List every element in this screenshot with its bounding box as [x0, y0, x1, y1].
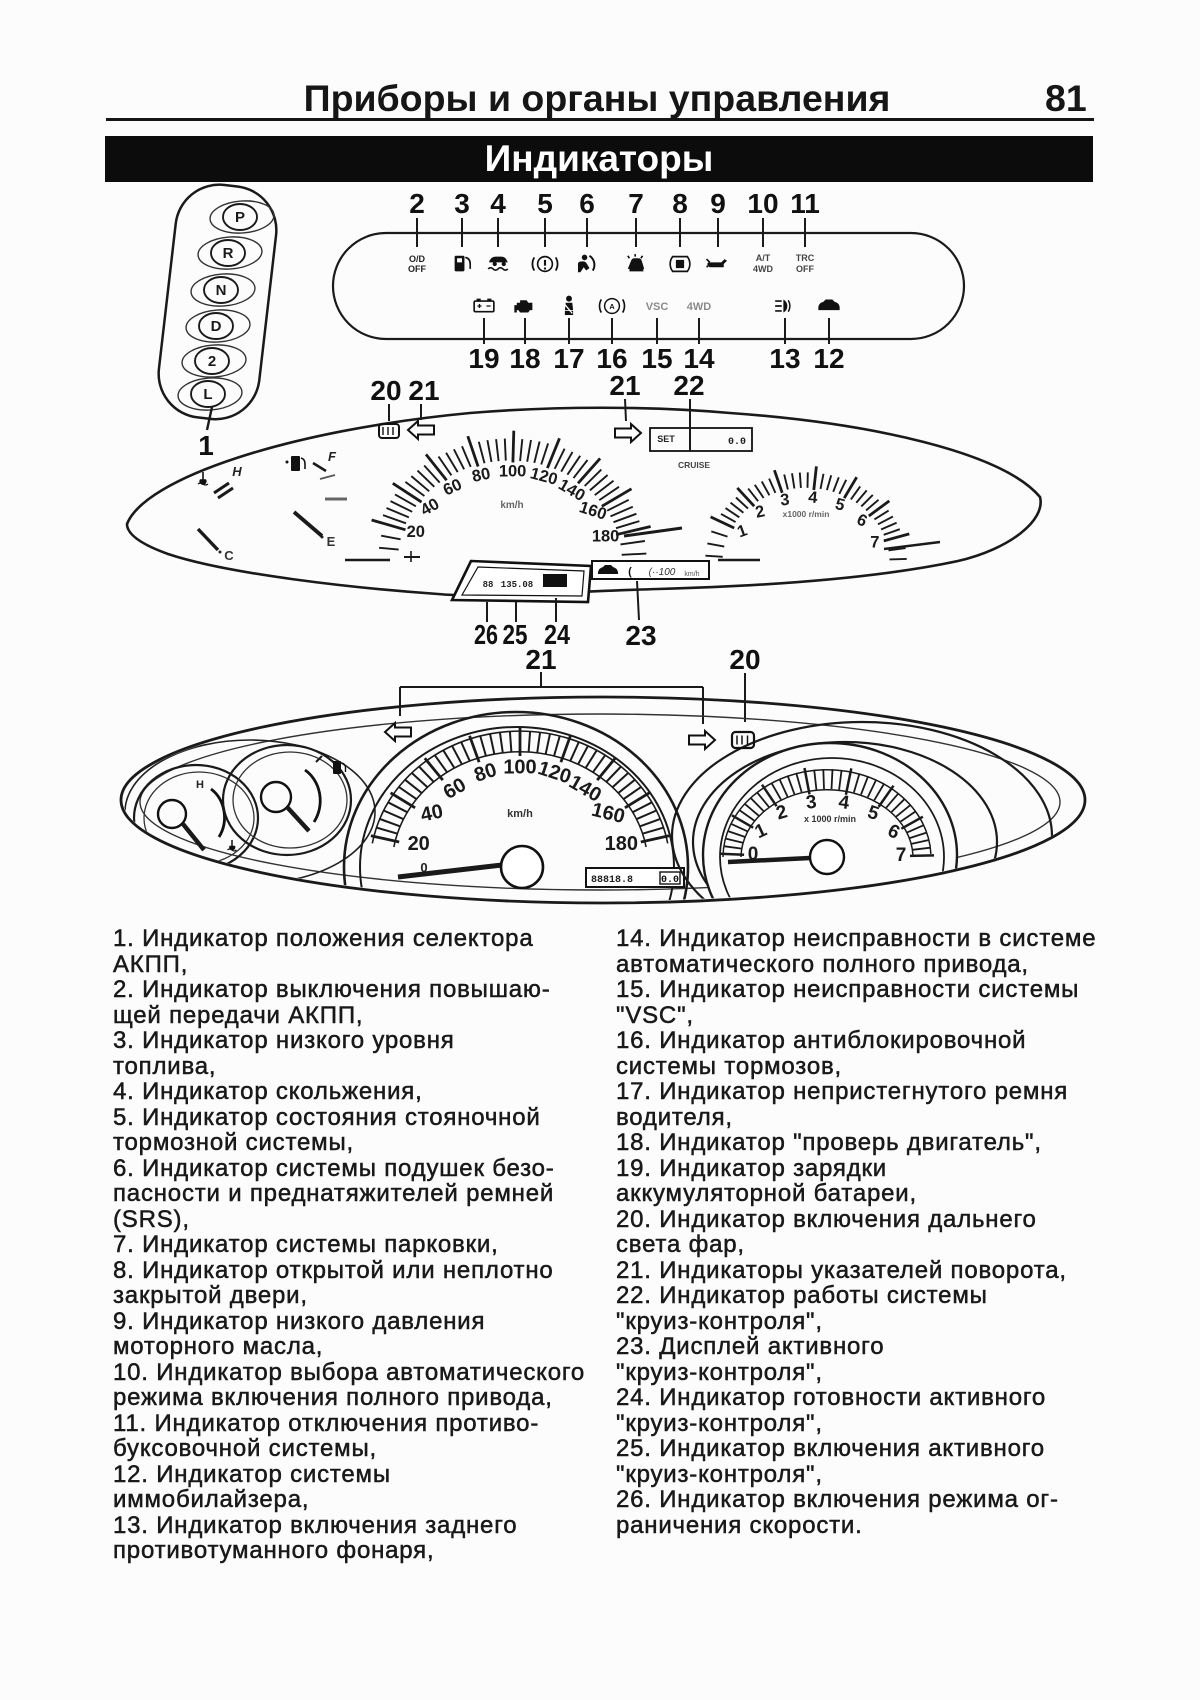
svg-text:P: P [235, 209, 245, 226]
svg-text:SET: SET [657, 434, 675, 444]
svg-text:88818.8: 88818.8 [591, 875, 633, 886]
svg-text:11: 11 [790, 188, 820, 219]
svg-text:20: 20 [729, 644, 760, 675]
svg-text:C: C [224, 548, 234, 563]
svg-text:4WD: 4WD [753, 264, 774, 274]
svg-text:40: 40 [418, 495, 443, 520]
svg-text:6: 6 [854, 511, 870, 531]
svg-text:21: 21 [609, 370, 640, 401]
svg-text:160: 160 [589, 799, 627, 828]
svg-text:(··100: (··100 [649, 567, 676, 578]
svg-text:135.08: 135.08 [501, 580, 533, 590]
svg-text:0: 0 [420, 860, 427, 875]
svg-text:A: A [609, 302, 615, 311]
svg-text:22: 22 [673, 370, 704, 401]
svg-text:20: 20 [408, 833, 430, 855]
svg-text:4: 4 [808, 488, 820, 507]
svg-text:2: 2 [409, 188, 425, 219]
svg-text:VSC: VSC [646, 301, 669, 313]
svg-text:3: 3 [454, 188, 470, 219]
svg-text:2: 2 [208, 353, 216, 370]
svg-text:F: F [328, 449, 337, 464]
svg-text:CRUISE: CRUISE [678, 460, 710, 470]
svg-text:H: H [196, 779, 204, 791]
svg-text:TRC: TRC [796, 253, 815, 263]
svg-text:3: 3 [779, 491, 790, 510]
svg-text:A/T: A/T [756, 253, 771, 263]
svg-text:16: 16 [596, 343, 627, 374]
svg-text:6: 6 [579, 188, 595, 219]
svg-text:13: 13 [769, 343, 800, 374]
svg-text:4: 4 [837, 792, 851, 814]
svg-text:0.0: 0.0 [661, 875, 679, 886]
svg-text:8: 8 [672, 188, 688, 219]
svg-text:km/h: km/h [500, 500, 523, 511]
svg-text:26: 26 [474, 619, 498, 650]
svg-text:14: 14 [683, 343, 715, 374]
svg-text:24: 24 [544, 619, 570, 650]
svg-text:1: 1 [735, 521, 750, 541]
svg-text:21: 21 [525, 644, 556, 675]
svg-text:80: 80 [471, 759, 499, 787]
svg-text:7: 7 [870, 534, 879, 552]
svg-text:23: 23 [625, 620, 656, 651]
svg-text:25: 25 [503, 619, 528, 650]
svg-text:20: 20 [407, 523, 425, 541]
svg-text:7: 7 [896, 845, 907, 866]
svg-text:60: 60 [440, 774, 470, 804]
svg-text:E: E [327, 534, 336, 549]
svg-text:10: 10 [747, 188, 778, 219]
svg-text:OFF: OFF [796, 264, 814, 274]
svg-text:18: 18 [509, 343, 540, 374]
svg-text:19: 19 [468, 343, 499, 374]
svg-text:15: 15 [641, 343, 672, 374]
svg-text:O/D: O/D [409, 254, 426, 264]
svg-text:160: 160 [577, 498, 609, 524]
svg-text:12: 12 [813, 343, 844, 374]
svg-text:4: 4 [490, 188, 506, 219]
svg-text:21: 21 [408, 375, 439, 406]
svg-text:km/h: km/h [684, 571, 699, 578]
svg-text:0.0: 0.0 [728, 437, 746, 448]
svg-text:100: 100 [503, 756, 536, 778]
svg-text:x1000 r/min: x1000 r/min [783, 509, 830, 519]
svg-text:100: 100 [499, 462, 527, 480]
svg-text:7: 7 [628, 188, 644, 219]
svg-text:20: 20 [370, 375, 401, 406]
svg-text:0: 0 [748, 844, 759, 865]
svg-text:H: H [232, 464, 242, 479]
svg-text:(: ( [628, 566, 632, 578]
svg-text:D: D [211, 318, 222, 335]
svg-text:1: 1 [198, 430, 214, 461]
svg-text:3: 3 [805, 792, 818, 814]
svg-text:OFF: OFF [408, 264, 426, 274]
svg-text:x 1000 r/min: x 1000 r/min [804, 814, 856, 824]
svg-text:180: 180 [605, 833, 638, 855]
svg-text:R: R [223, 245, 234, 262]
svg-text:80: 80 [470, 464, 492, 485]
svg-text:N: N [216, 282, 227, 299]
svg-text:17: 17 [553, 343, 584, 374]
svg-text:40: 40 [419, 800, 445, 826]
svg-text:9: 9 [710, 188, 726, 219]
svg-text:2: 2 [754, 502, 767, 522]
svg-text:4WD: 4WD [687, 301, 712, 313]
svg-text:km/h: km/h [507, 808, 533, 820]
svg-text:88: 88 [483, 580, 494, 590]
svg-text:5: 5 [833, 495, 847, 515]
svg-text:L: L [203, 386, 212, 403]
svg-text:180: 180 [592, 528, 620, 546]
svg-text:5: 5 [537, 188, 553, 219]
